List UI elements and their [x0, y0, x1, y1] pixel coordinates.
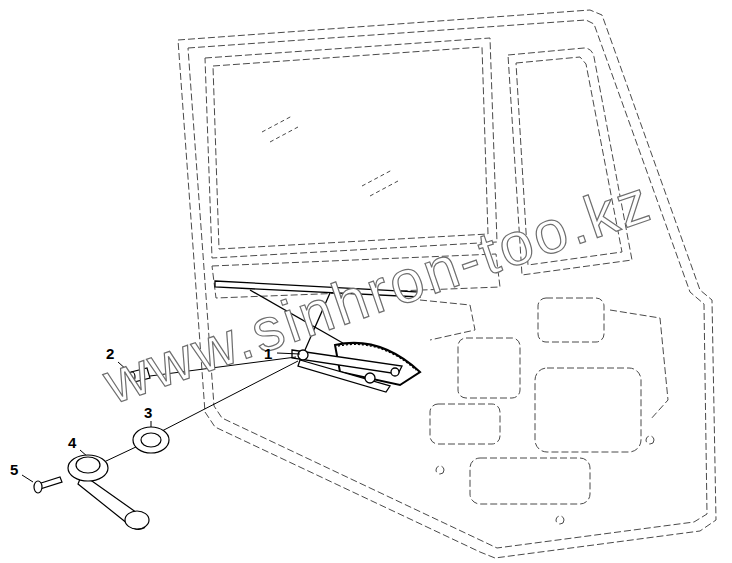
callout-number: 1	[262, 345, 274, 362]
callout-number: 3	[142, 404, 154, 421]
callout-number: 4	[66, 434, 78, 451]
callout-number: 5	[8, 461, 20, 478]
callout-number: 2	[104, 345, 116, 362]
